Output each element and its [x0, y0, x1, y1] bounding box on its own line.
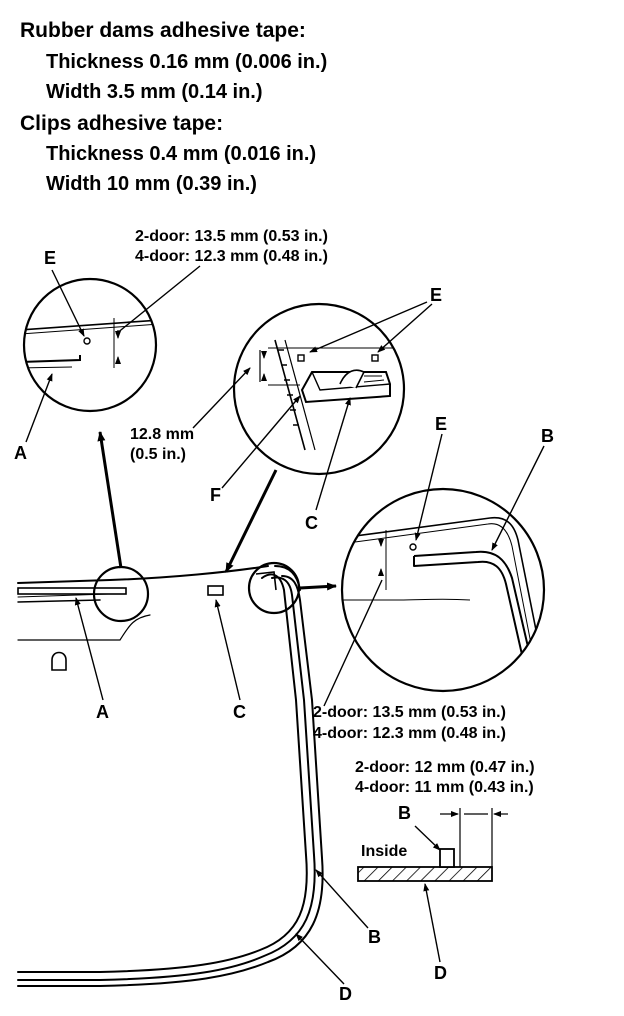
clips-tape-thickness: Thickness 0.4 mm (0.016 in.): [46, 143, 317, 165]
leader-corner-dim: [323, 579, 383, 707]
label-b-bottom: B: [368, 927, 381, 947]
label-a-top: A: [14, 443, 27, 463]
leader-f: [221, 395, 301, 489]
label-a-bottom: A: [96, 702, 109, 722]
leader-e-clip-1: [309, 301, 428, 353]
leader-d-bottom: [295, 933, 345, 985]
leader-c-bottom: [214, 599, 241, 701]
leader-e-top: [51, 269, 85, 337]
body-notch: [51, 651, 67, 671]
label-c-bottom: C: [233, 702, 246, 722]
label-e-top: E: [44, 248, 57, 268]
clips-tape-title: Clips adhesive tape:: [20, 112, 224, 135]
arrow-to-corner: [299, 582, 337, 591]
label-c-clip: C: [305, 513, 318, 533]
clip-dim-in: (0.5 in.): [130, 446, 187, 463]
rubber-dam-top: [17, 587, 127, 595]
leader-e-corner: [414, 433, 443, 541]
label-d-bottom: D: [339, 984, 352, 1004]
cross-section: [357, 808, 508, 963]
leader-top-dim: [115, 265, 201, 335]
rubber-dams-width: Width 3.5 mm (0.14 in.): [46, 81, 263, 103]
arrow-to-detail-top: [97, 431, 123, 569]
label-b-section: B: [398, 803, 411, 823]
leader-a-bottom: [74, 597, 104, 701]
clips-tape-width: Width 10 mm (0.39 in.): [46, 173, 257, 195]
leader-e-clip-2: [377, 303, 433, 353]
leader-d-section: [423, 883, 441, 963]
label-b-corner: B: [541, 426, 554, 446]
section-dim-2door: 2-door: 12 mm (0.47 in.): [355, 759, 535, 776]
inside-label: Inside: [361, 843, 408, 860]
rubber-dams-title: Rubber dams adhesive tape:: [20, 19, 306, 42]
detail-top-left: [22, 277, 158, 413]
rubber-dam-section: [439, 848, 455, 868]
label-e-corner: E: [435, 414, 448, 434]
rubber-dams-thickness: Thickness 0.16 mm (0.006 in.): [46, 51, 328, 73]
leader-b-bottom: [315, 869, 369, 929]
leader-b-corner: [491, 445, 545, 551]
top-dim-4door: 4-door: 12.3 mm (0.48 in.): [135, 248, 328, 265]
detail-circle-corner: [247, 561, 301, 615]
clip-on-glass: [207, 585, 224, 596]
label-d-section: D: [434, 963, 447, 983]
leader-b-section: [414, 825, 441, 851]
leader-c-clip: [315, 397, 351, 511]
top-dim-2door: 2-door: 13.5 mm (0.53 in.): [135, 228, 328, 245]
detail-corner: [340, 487, 546, 693]
leader-a-top: [25, 373, 53, 443]
leader-clip-dim: [192, 367, 251, 429]
corner-dim-4door: 4-door: 12.3 mm (0.48 in.): [313, 725, 506, 742]
clip-dim-mm: 12.8 mm: [130, 426, 195, 443]
label-e-clip: E: [430, 285, 443, 305]
label-f: F: [210, 485, 221, 505]
windshield-outline: [17, 565, 324, 987]
corner-dim-2door: 2-door: 13.5 mm (0.53 in.): [313, 704, 506, 721]
arrow-to-clip: [224, 469, 278, 573]
section-dim-4door: 4-door: 11 mm (0.43 in.): [355, 779, 534, 796]
